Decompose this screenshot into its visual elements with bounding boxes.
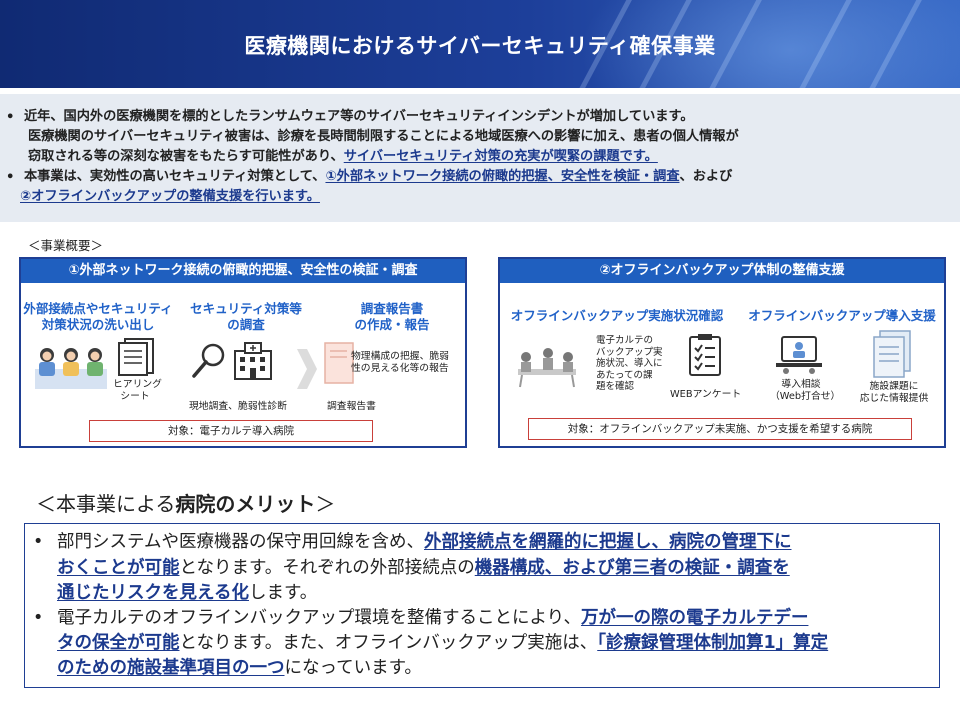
panel1-target-note: 対象：電子カルテ導入病院 — [89, 420, 373, 442]
intro-box: • 近年、国内外の医療機関を標的としたランサムウェア等のサイバーセキュリティイン… — [0, 94, 960, 222]
intro-b1-l2: 医療機関のサイバーセキュリティ被害は、診療を長時間制限することによる地域医療への… — [28, 129, 739, 144]
bullet-dot: • — [6, 170, 15, 185]
report-note: 物理構成の把握、脆弱性の見える化等の報告 — [351, 351, 449, 374]
people-meeting-icon — [35, 348, 107, 389]
backup-support-heading: オフラインバックアップ導入支援 — [748, 308, 936, 323]
hearing-sheet-caption: ヒアリングシート — [113, 379, 162, 402]
merit1-l2: おくことが可能となります。それぞれの外部接続点の機器構成、および第三者の検証・調… — [57, 558, 790, 578]
intro-b1-l3: 窃取される等の深刻な被害をもたらす可能性があり、サイバーセキュリティ対策の充実が… — [28, 149, 658, 164]
header-banner — [0, 0, 960, 88]
step2-heading: セキュリティ対策等の調査 — [190, 301, 302, 332]
panel-network-survey: ①外部ネットワーク接続の俯瞰的把握、安全性の検証・調査 外部接続点やセキュリティ… — [19, 257, 467, 448]
document-icon — [118, 338, 154, 376]
checklist-icon — [689, 334, 721, 376]
bullet-dot: • — [6, 110, 15, 125]
overview-label: ＜事業概要＞ — [28, 238, 104, 253]
report-caption: 調査報告書 — [327, 401, 376, 412]
report-document-icon — [324, 342, 354, 384]
step3-heading: 調査報告書の作成・報告 — [354, 301, 430, 332]
merit1-l3: 通じたリスクを見える化します。 — [57, 583, 318, 603]
backup-check-note: 電子カルテのバックアップ実施状況、導入にあたっての課題を確認 — [596, 335, 663, 392]
web-survey-caption: WEBアンケート — [670, 389, 742, 400]
chevron-right-icon — [297, 349, 317, 389]
intro-b2-l2: ②オフラインバックアップの整備支援を行います。 — [20, 189, 320, 204]
page-title: 医療機関におけるサイバーセキュリティ確保事業 — [244, 34, 716, 58]
merit2-l2: タの保全が可能となります。また、オフラインバックアップ実施は、「診療録管理体制加… — [57, 633, 829, 653]
step1-heading: 外部接続点やセキュリティ対策状況の洗い出し — [23, 301, 173, 332]
merit2-l3: のための施設基準項目の一つになっています。 — [57, 658, 422, 678]
info-caption: 施設課題に応じた情報提供 — [859, 381, 929, 404]
panel2-target-note: 対象：オフラインバックアップ未実施、かつ支援を希望する病院 — [528, 418, 912, 440]
intro-b1-l1: 近年、国内外の医療機関を標的としたランサムウェア等のサイバーセキュリティインシデ… — [24, 109, 694, 124]
merit1-l1: 部門システムや医療機器の保守用回線を含め、外部接続点を網羅的に把握し、病院の管理… — [57, 532, 792, 552]
intro-b2-l1: 本事業は、実効性の高いセキュリティ対策として、①外部ネットワーク接続の俯瞰的把握… — [24, 169, 733, 184]
hospital-building-icon — [234, 342, 272, 380]
info-documents-icon — [873, 330, 911, 378]
magnifier-icon — [192, 343, 225, 378]
bullet-dot: • — [33, 532, 44, 552]
web-meeting-icon — [776, 336, 822, 374]
consult-caption: 導入相談（Web打合せ） — [770, 379, 841, 402]
panel1-title: ①外部ネットワーク接続の俯瞰的把握、安全性の検証・調査 — [21, 259, 465, 283]
panel-offline-backup: ②オフラインバックアップ体制の整備支援 オフラインバックアップ実施状況確認 オフ… — [498, 257, 946, 448]
bullet-dot: • — [33, 608, 44, 628]
merit2-l1: 電子カルテのオフラインバックアップ環境を整備することにより、万が一の際の電子カル… — [57, 608, 809, 628]
merits-title: ＜本事業による病院のメリット＞ — [36, 492, 336, 516]
survey-caption: 現地調査、脆弱性診断 — [189, 401, 287, 412]
backup-status-heading: オフラインバックアップ実施状況確認 — [510, 308, 724, 323]
panel2-title: ②オフラインバックアップ体制の整備支援 — [500, 259, 944, 283]
meeting-table-icon — [518, 348, 576, 388]
merits-box: • 部門システムや医療機器の保守用回線を含め、外部接続点を網羅的に把握し、病院の… — [24, 523, 940, 688]
